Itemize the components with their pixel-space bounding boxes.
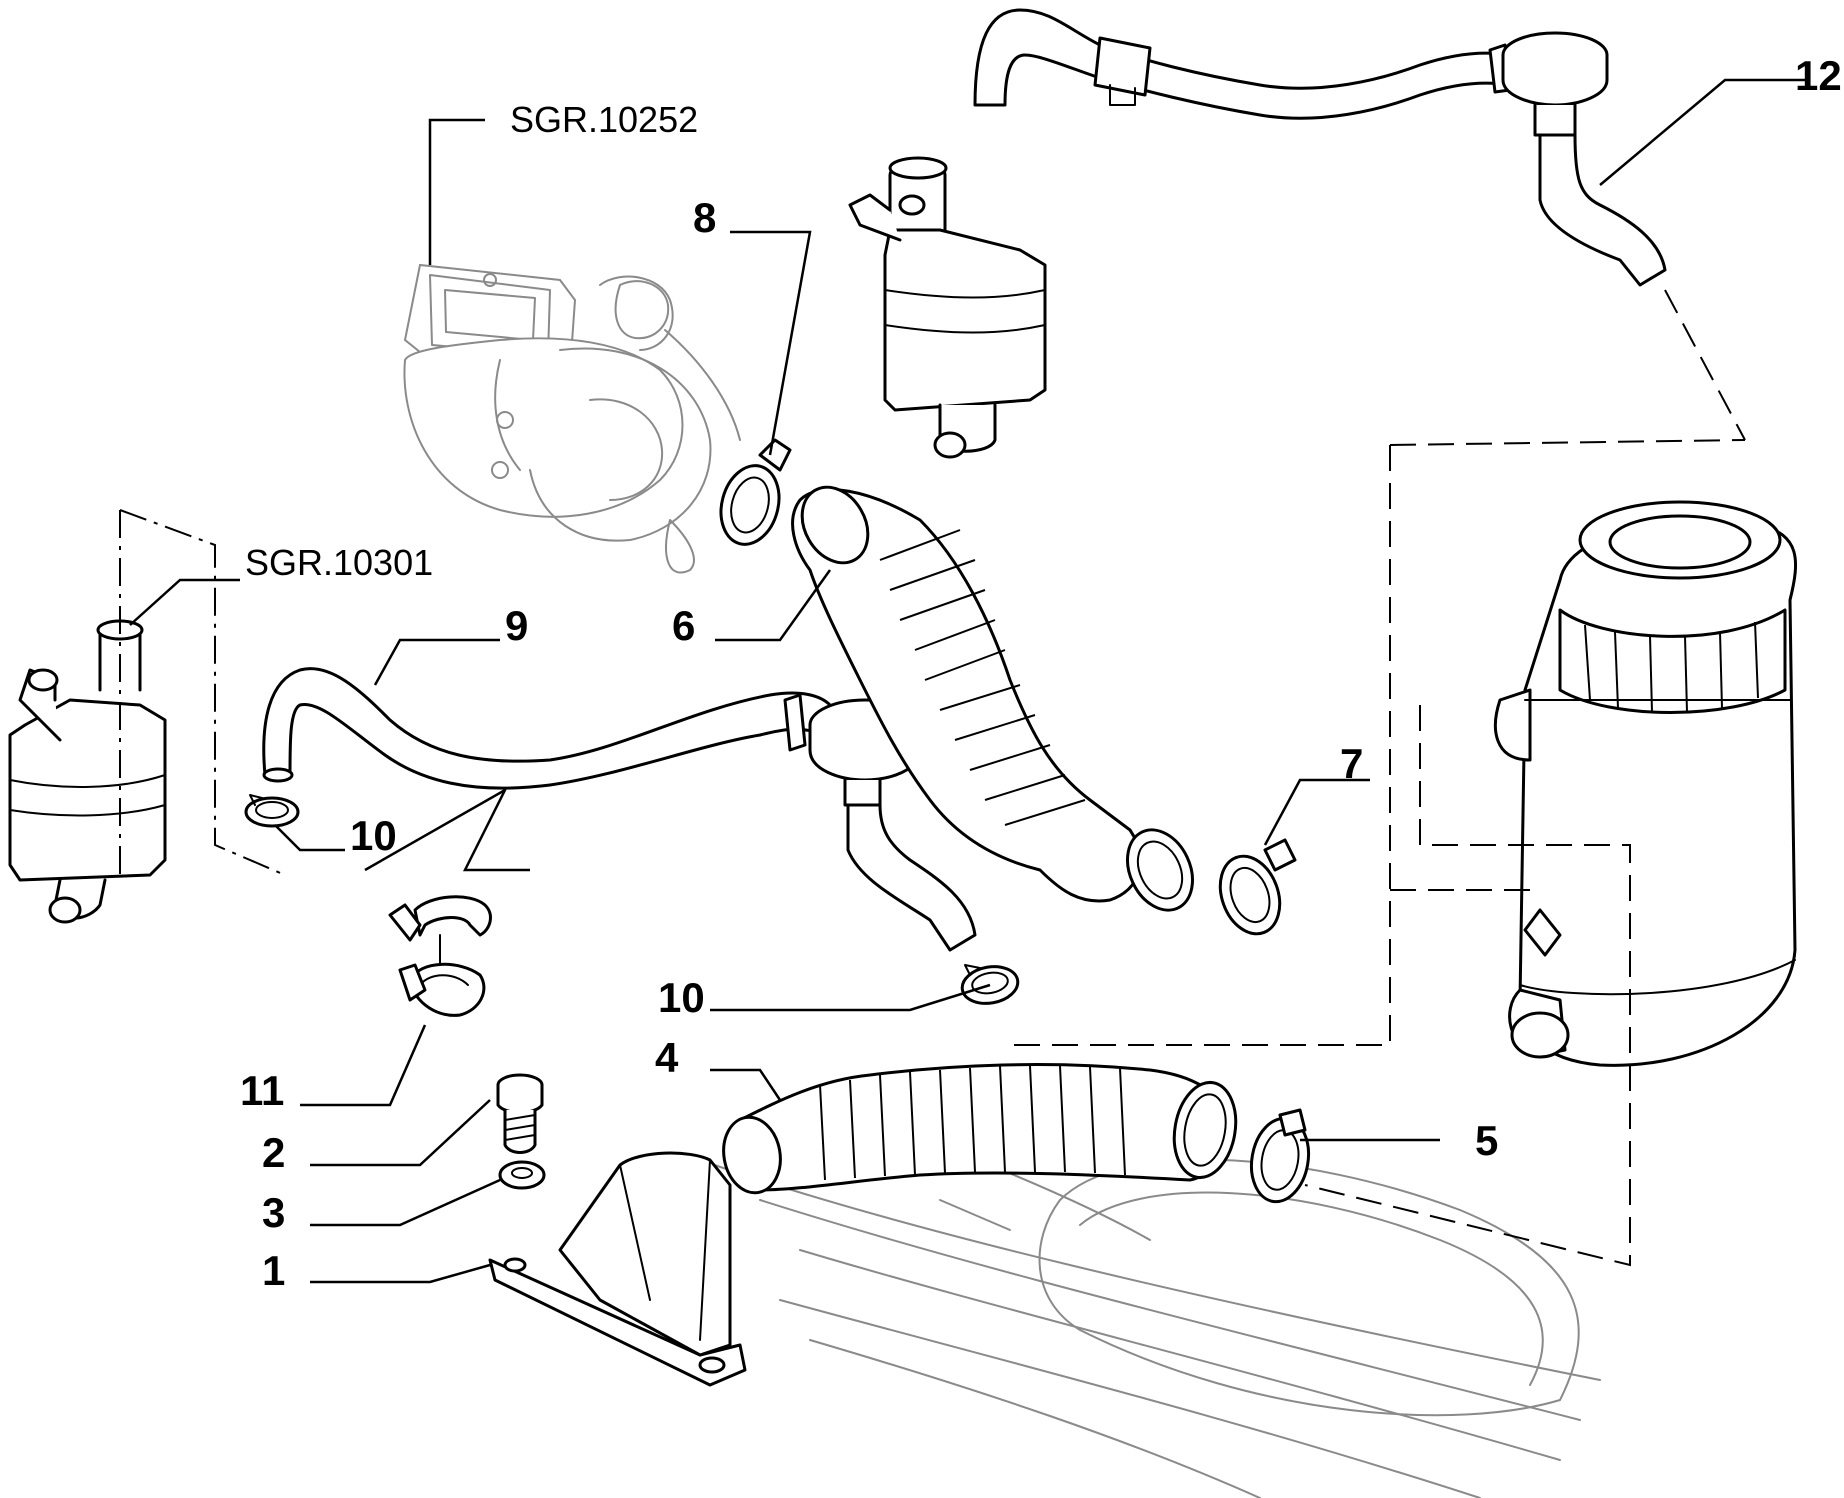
callout-8: 8 <box>693 194 716 241</box>
screw-2 <box>496 1073 544 1154</box>
callout-11: 11 <box>240 1067 284 1114</box>
reference-lines <box>119 289 1746 1267</box>
air-filter-housing <box>1493 500 1797 1067</box>
callout-5: 5 <box>1475 1117 1498 1164</box>
tank-reference: SGR.10301 <box>245 542 433 583</box>
callout-3: 3 <box>262 1189 285 1236</box>
callout-7: 7 <box>1340 740 1363 787</box>
washer-3 <box>498 1160 546 1190</box>
callout-10-left: 10 <box>350 812 397 859</box>
intake-hose-6 <box>791 485 1194 912</box>
hose-clamp-10-left <box>244 794 300 828</box>
hose-clamp-5 <box>1249 1108 1311 1204</box>
intake-hose-4 <box>722 1063 1238 1195</box>
hose-clip-11 <box>388 895 492 1017</box>
turbocharger-ghost <box>403 263 741 574</box>
callout-9: 9 <box>505 602 528 649</box>
breather-hose-9 <box>262 667 977 952</box>
callout-2: 2 <box>262 1129 285 1176</box>
callout-1: 1 <box>262 1247 285 1294</box>
expansion-tank-left <box>8 619 167 924</box>
upper-breather-hose <box>973 8 1667 287</box>
expansion-tank-top <box>848 156 1047 459</box>
hose-clamp-8 <box>719 438 792 546</box>
callout-6: 6 <box>672 602 695 649</box>
turbocharger-reference: SGR.10252 <box>510 99 698 140</box>
mounting-bracket-1 <box>488 1151 747 1387</box>
callout-4: 4 <box>655 1034 679 1081</box>
leader-lines <box>129 78 1810 1284</box>
hose-clamp-7 <box>1218 838 1297 936</box>
callout-12: 12 <box>1795 52 1842 99</box>
callout-10-right: 10 <box>658 974 705 1021</box>
